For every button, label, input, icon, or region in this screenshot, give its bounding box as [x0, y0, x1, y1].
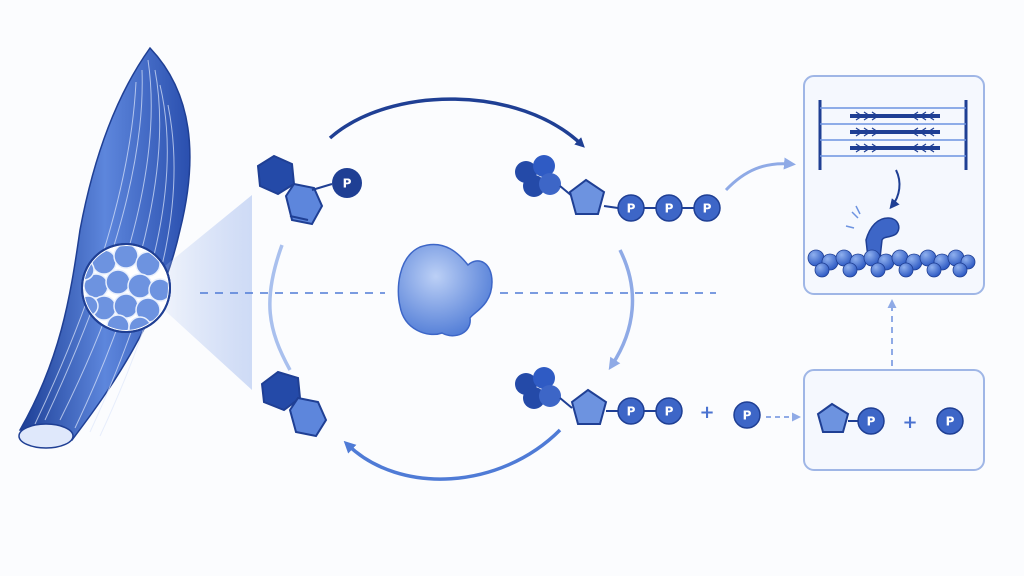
atp-phosphate-3-label: P [703, 202, 712, 216]
sarcomere-icon [818, 100, 968, 170]
free-phosphate-icon: P [733, 401, 761, 429]
plus-sign-panel: + [902, 412, 917, 433]
adp-molecule-icon: P P [515, 367, 683, 425]
atp-to-muscle-arrow [724, 157, 796, 192]
contraction-arrow [889, 169, 901, 210]
muscle-fiber-icon [18, 46, 191, 449]
phosphate-label: P [343, 177, 352, 191]
cycle-arrow-top [328, 97, 585, 148]
free-phosphate-label: P [743, 409, 752, 423]
cycle-arrow-bottom [343, 428, 562, 481]
creatine-kinase-enzyme-icon [397, 243, 493, 337]
atp-phosphate-2-label: P [665, 202, 674, 216]
adp-phosphate-2-label: P [665, 405, 674, 419]
muscle-contraction-panel [803, 75, 985, 295]
muscle-cells-magnified-icon [81, 243, 171, 333]
creatine-icon [260, 370, 328, 438]
plus-sign-adp: + [699, 402, 714, 423]
breakdown-products-panel: P + P [803, 369, 985, 471]
cycle-arrow-right [608, 249, 635, 371]
adp-phosphate-1-label: P [627, 405, 636, 419]
panel-phosphate-1-label: P [867, 415, 876, 429]
panel-phosphate-2-label: P [946, 415, 955, 429]
creatine-phosphate-icon: P [256, 154, 362, 226]
cycle-arc-left [268, 244, 292, 371]
atp-phosphate-1-label: P [627, 202, 636, 216]
myosin-actin-icon [807, 205, 976, 278]
atp-molecule-icon: P P P [515, 155, 721, 222]
